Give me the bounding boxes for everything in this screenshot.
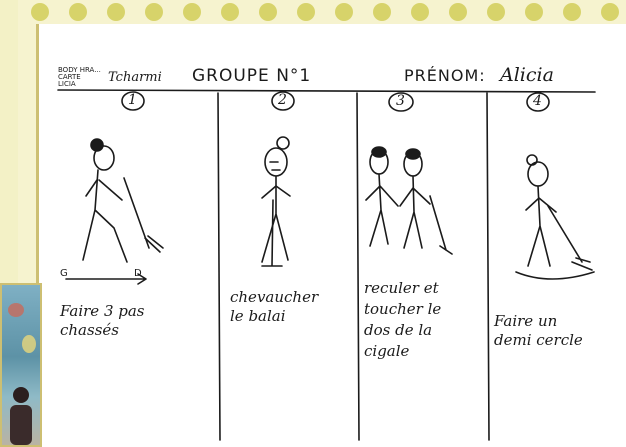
caption-step-3-line-2: toucher le	[364, 300, 442, 318]
caption-step-3: reculer et toucher le dos de la cigale	[364, 278, 441, 362]
caption-step-1: Faire 3 pas chassés	[60, 302, 145, 340]
prenom-value: Alicia	[500, 64, 554, 86]
corner-note-3: LICIA	[58, 80, 76, 88]
step-number-circle-2	[271, 91, 295, 111]
column-divider-3	[486, 92, 490, 441]
corner-note-1: BODY HRA...	[58, 66, 101, 74]
step-number-2: 2	[278, 92, 287, 108]
caption-step-3-line-4: cigale	[364, 342, 410, 360]
figure-step-2	[261, 136, 291, 267]
caption-step-4-line-2: demi cercle	[494, 331, 583, 349]
step-number-4: 4	[533, 93, 542, 109]
diagram-label-right: D	[134, 268, 142, 279]
figure-step-3	[365, 146, 453, 255]
classroom-photo	[0, 283, 42, 447]
caption-step-4: Faire un demi cercle	[494, 312, 583, 350]
caption-step-4-line-1: Faire un	[494, 312, 558, 330]
step-number-circle-1	[121, 91, 145, 111]
corner-author: Tcharmi	[108, 70, 162, 85]
caption-step-3-line-3: dos de la	[364, 321, 433, 339]
group-title: GROUPE N°1	[192, 66, 312, 86]
person-figure	[10, 387, 32, 445]
caption-step-2-line-2: le balai	[230, 307, 286, 325]
step-number-3: 3	[396, 93, 405, 109]
prenom-label: PRÉNOM:	[404, 66, 486, 85]
decorative-dot-border	[31, 3, 619, 21]
corner-note-2: CARTE	[58, 73, 81, 81]
step-number-1: 1	[128, 92, 137, 108]
caption-step-2-line-1: chevaucher	[230, 288, 319, 306]
header-rule	[57, 89, 596, 93]
caption-step-2: chevaucher le balai	[230, 288, 318, 326]
column-divider-2	[356, 92, 360, 441]
caption-step-3-line-1: reculer et	[364, 279, 439, 297]
caption-step-1-line-1: Faire 3 pas	[60, 302, 145, 320]
figure-step-4	[515, 154, 595, 280]
worksheet-page	[36, 24, 626, 447]
figure-step-1	[65, 138, 164, 285]
step-number-circle-3	[388, 92, 414, 112]
step-number-circle-4	[526, 92, 550, 112]
diagram-label-left: G	[60, 268, 68, 279]
column-divider-1	[217, 92, 221, 441]
caption-step-1-line-2: chassés	[60, 321, 119, 339]
